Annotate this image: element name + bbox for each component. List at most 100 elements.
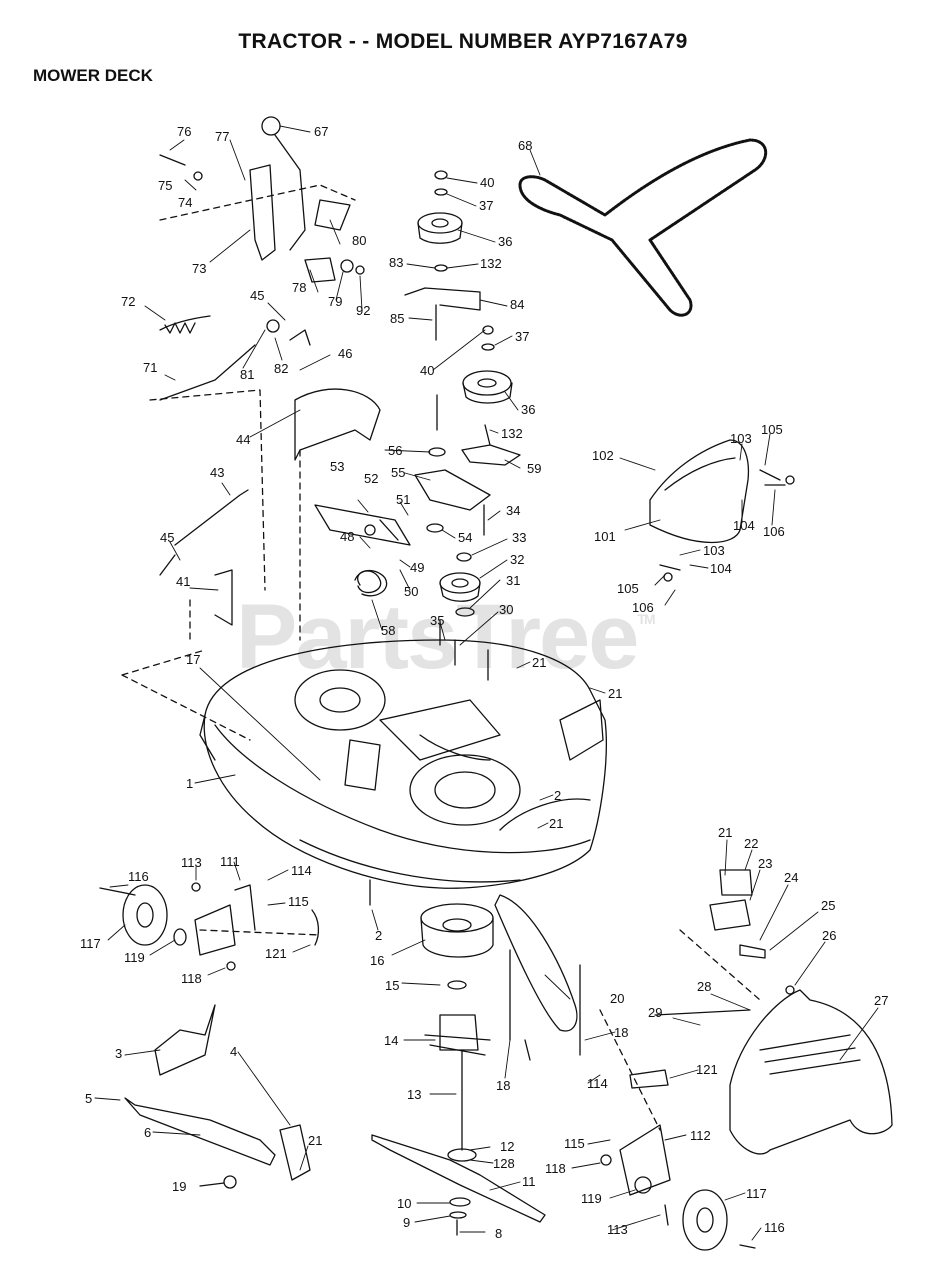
callout-4: 4 — [230, 1044, 237, 1059]
callout-35: 35 — [430, 613, 444, 628]
discharge-chute — [649, 439, 795, 582]
callout-114: 114 — [291, 863, 312, 878]
callout-13: 13 — [407, 1087, 421, 1102]
belt-guards — [294, 388, 411, 597]
callout-106: 106 — [763, 524, 785, 539]
callout-20: 20 — [610, 991, 624, 1006]
callout-101: 101 — [594, 529, 616, 544]
callout-21d: 21 — [308, 1133, 322, 1148]
callout-14: 14 — [384, 1033, 398, 1048]
callout-113b: 113 — [607, 1222, 628, 1237]
callout-82: 82 — [274, 361, 288, 376]
callout-21c: 21 — [549, 816, 563, 831]
callout-25: 25 — [821, 898, 835, 913]
callout-116: 116 — [128, 869, 149, 884]
callout-105: 105 — [761, 422, 783, 437]
callout-29: 29 — [648, 1005, 662, 1020]
callout-3: 3 — [115, 1046, 122, 1061]
callout-121: 121 — [265, 946, 287, 961]
callout-54: 54 — [458, 530, 472, 545]
callout-22: 22 — [744, 836, 758, 851]
callout-21: 21 — [532, 655, 546, 670]
lift-linkage — [159, 315, 311, 626]
callout-5: 5 — [85, 1091, 92, 1106]
callout-6: 6 — [144, 1125, 151, 1140]
callout-72: 72 — [121, 294, 135, 309]
callout-59: 59 — [527, 461, 541, 476]
drive-belt — [518, 138, 768, 317]
callout-76: 76 — [177, 124, 191, 139]
callout-23: 23 — [758, 856, 772, 871]
callout-56: 56 — [388, 443, 402, 458]
callout-11: 11 — [522, 1174, 536, 1189]
callout-114b: 114 — [587, 1076, 608, 1091]
callout-55: 55 — [391, 465, 405, 480]
callout-40b: 40 — [420, 363, 434, 378]
callout-52: 52 — [364, 471, 378, 486]
callout-32: 32 — [510, 552, 524, 567]
callout-75: 75 — [158, 178, 172, 193]
callout-21b: 21 — [608, 686, 622, 701]
callout-92: 92 — [356, 303, 370, 318]
callout-116b: 116 — [764, 1220, 785, 1235]
callout-46: 46 — [338, 346, 352, 361]
callout-73: 73 — [192, 261, 206, 276]
callout-117: 117 — [80, 936, 101, 951]
callout-84: 84 — [510, 297, 524, 312]
callout-121b: 121 — [696, 1062, 718, 1077]
callout-8: 8 — [495, 1226, 502, 1241]
deflector-assembly — [654, 869, 893, 1155]
callout-115b: 115 — [564, 1136, 585, 1151]
callout-37b: 37 — [515, 329, 529, 344]
callout-17: 17 — [186, 652, 200, 667]
callout-117b: 117 — [746, 1186, 767, 1201]
callout-45: 45 — [250, 288, 264, 303]
callout-36: 36 — [498, 234, 512, 249]
blade-spindle — [369, 879, 546, 1236]
callout-104b: 104 — [710, 561, 732, 576]
callout-2b: 2 — [375, 928, 382, 943]
callout-31: 31 — [506, 573, 520, 588]
leader-lines — [94, 125, 879, 1241]
left-gauge-wheel — [99, 882, 320, 971]
callout-10: 10 — [397, 1196, 411, 1211]
callout-18b: 18 — [496, 1078, 510, 1093]
diagram-title: TRACTOR - - MODEL NUMBER AYP7167A79 — [238, 30, 688, 53]
callout-34: 34 — [506, 503, 520, 518]
callout-41: 41 — [176, 574, 190, 589]
callout-43: 43 — [210, 465, 224, 480]
callout-83: 83 — [389, 255, 403, 270]
callout-118: 118 — [181, 971, 202, 986]
callout-58: 58 — [381, 623, 395, 638]
callout-27: 27 — [874, 993, 888, 1008]
height-adjust-handle — [159, 116, 365, 283]
callout-112: 112 — [690, 1128, 711, 1143]
callout-19: 19 — [172, 1179, 186, 1194]
callout-115: 115 — [288, 894, 309, 909]
callout-132: 132 — [480, 256, 502, 271]
callout-2: 2 — [554, 788, 561, 803]
callout-79: 79 — [328, 294, 342, 309]
callout-77: 77 — [215, 129, 229, 144]
callout-50: 50 — [404, 584, 418, 599]
callout-15: 15 — [385, 978, 399, 993]
callout-81: 81 — [240, 367, 254, 382]
mower-deck-housing — [199, 639, 607, 889]
callout-103: 103 — [730, 431, 752, 446]
callout-103b: 103 — [703, 543, 725, 558]
part-drawings — [94, 116, 893, 1251]
callout-30: 30 — [499, 602, 513, 617]
callout-21e: 21 — [718, 825, 732, 840]
right-gauge-wheel — [600, 1069, 756, 1251]
callout-132b: 132 — [501, 426, 523, 441]
callout-28: 28 — [697, 979, 711, 994]
callout-12: 12 — [500, 1139, 514, 1154]
callout-49: 49 — [410, 560, 424, 575]
callout-16: 16 — [370, 953, 384, 968]
callout-113: 113 — [181, 855, 202, 870]
section-subtitle: MOWER DECK — [33, 66, 153, 85]
callout-80: 80 — [352, 233, 366, 248]
callout-128: 128 — [493, 1156, 515, 1171]
alignment-guides — [121, 184, 761, 1131]
